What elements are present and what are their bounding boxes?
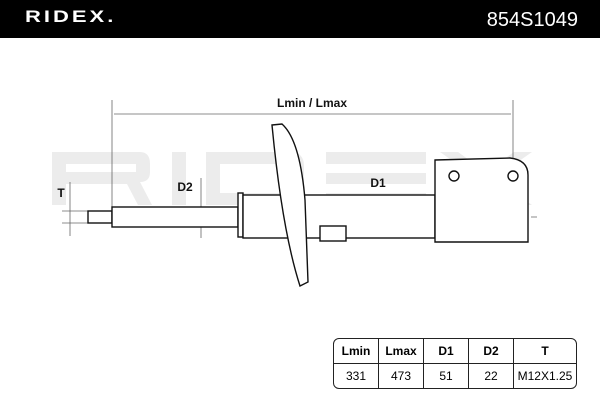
value-lmin: 331 xyxy=(334,363,379,388)
t-label: T xyxy=(57,186,65,200)
spec-table: Lmin Lmax D1 D2 T 331 473 51 22 M12X1.25 xyxy=(333,338,577,389)
spec-header-row: Lmin Lmax D1 D2 T xyxy=(334,339,576,364)
brand-logo: RIDEX. xyxy=(25,7,117,26)
header-t: T xyxy=(513,339,576,364)
value-t: M12X1.25 xyxy=(513,363,576,388)
value-lmax: 473 xyxy=(378,363,424,388)
header-d1: D1 xyxy=(423,339,469,364)
length-label: Lmin / Lmax xyxy=(277,96,347,110)
spec-value-row: 331 473 51 22 M12X1.25 xyxy=(334,363,576,388)
header-lmax: Lmax xyxy=(378,339,424,364)
d2-label: D2 xyxy=(177,180,193,194)
header-lmin: Lmin xyxy=(334,339,379,364)
d1-label: D1 xyxy=(370,176,386,190)
header-bar: RIDEX. 854S1049 xyxy=(0,0,600,38)
value-d1: 51 xyxy=(423,363,469,388)
value-d2: 22 xyxy=(468,363,514,388)
part-number: 854S1049 xyxy=(486,9,578,31)
header-d2: D2 xyxy=(468,339,514,364)
shock-body xyxy=(87,123,529,287)
